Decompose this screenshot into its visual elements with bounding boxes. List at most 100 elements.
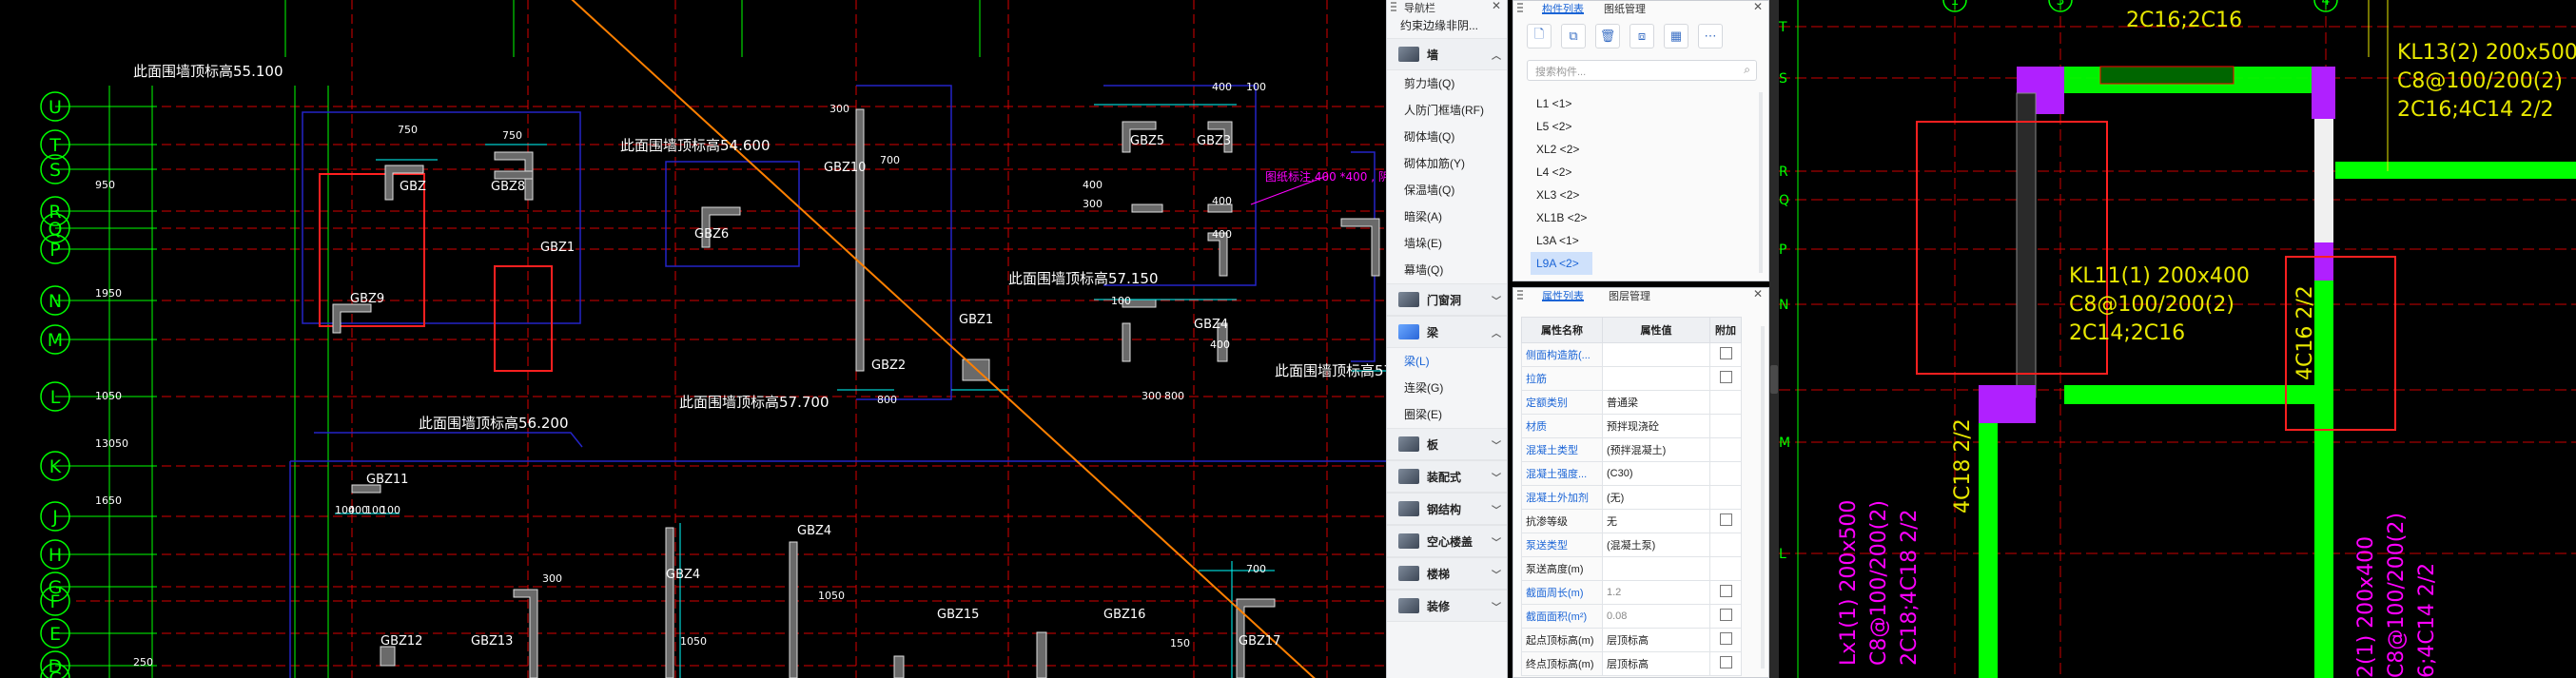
property-row[interactable]: 混凝土外加剂(无) bbox=[1521, 485, 1742, 510]
close-icon[interactable]: ✕ bbox=[1491, 0, 1501, 12]
delete-component-button[interactable]: 🗑 bbox=[1595, 24, 1620, 48]
property-value[interactable]: 层顶标高 bbox=[1602, 651, 1710, 676]
copy-component-button[interactable]: ⧉ bbox=[1561, 24, 1586, 48]
nav-item[interactable]: 幕墙(Q) bbox=[1404, 263, 1444, 277]
property-value[interactable]: 层顶标高 bbox=[1602, 628, 1710, 652]
header-property-value: 属性值 bbox=[1602, 317, 1710, 343]
property-value[interactable]: (混凝土泵) bbox=[1602, 533, 1710, 557]
component-list-item[interactable]: L9A <2> bbox=[1531, 252, 1593, 275]
property-row[interactable]: 混凝土强度...(C30) bbox=[1521, 461, 1742, 486]
property-checkbox[interactable] bbox=[1719, 585, 1732, 597]
property-value[interactable] bbox=[1602, 556, 1710, 581]
splitter-handle[interactable] bbox=[1770, 365, 1778, 394]
property-row[interactable]: 终点顶标高(m)层顶标高 bbox=[1521, 651, 1742, 676]
search-icon[interactable]: ⌕ bbox=[1744, 63, 1750, 76]
nav-item[interactable]: 砌体加筋(Y) bbox=[1404, 157, 1465, 170]
drag-handle-icon[interactable] bbox=[1517, 3, 1523, 12]
grid-label: C bbox=[49, 668, 61, 678]
component-list-item[interactable]: XL2 <2> bbox=[1536, 143, 1580, 156]
tab-layer-management[interactable]: 图层管理 bbox=[1609, 291, 1650, 302]
property-row[interactable]: 截面周长(m)1.2 bbox=[1521, 580, 1742, 605]
cad-drawing-canvas-right[interactable]: 1 3 4 T S R Q P N M L bbox=[1779, 0, 2576, 678]
panel-splitter[interactable] bbox=[1769, 0, 1779, 678]
chevron-down-icon[interactable]: ﹀ bbox=[1492, 440, 1501, 452]
nav-item[interactable]: 梁(L) bbox=[1404, 355, 1430, 368]
drag-handle-icon[interactable] bbox=[1517, 290, 1523, 300]
nav-category[interactable]: 墙︿ bbox=[1387, 38, 1507, 70]
property-checkbox[interactable] bbox=[1719, 656, 1732, 668]
nav-category[interactable]: 装修﹀ bbox=[1387, 590, 1507, 622]
property-value[interactable]: (C30) bbox=[1602, 461, 1710, 486]
layer-copy-button[interactable]: ⧈ bbox=[1630, 24, 1654, 48]
property-value[interactable] bbox=[1602, 366, 1710, 391]
chevron-down-icon[interactable]: ﹀ bbox=[1492, 537, 1501, 549]
chevron-down-icon[interactable]: ﹀ bbox=[1492, 296, 1501, 307]
nav-item[interactable]: 人防门框墙(RF) bbox=[1404, 104, 1484, 117]
chevron-down-icon[interactable]: ﹀ bbox=[1492, 570, 1501, 581]
property-row[interactable]: 起点顶标高(m)层顶标高 bbox=[1521, 628, 1742, 652]
nav-item[interactable]: 暗梁(A) bbox=[1404, 210, 1442, 223]
nav-item[interactable]: 墙垛(E) bbox=[1404, 237, 1442, 250]
property-value[interactable]: 普通梁 bbox=[1602, 390, 1710, 415]
grid-label: M bbox=[48, 330, 63, 351]
properties-scrollbar[interactable] bbox=[1761, 326, 1765, 668]
property-value[interactable]: 0.08 bbox=[1602, 604, 1710, 629]
nav-item[interactable]: 连梁(G) bbox=[1404, 381, 1444, 395]
filter-button[interactable]: ▦ bbox=[1664, 24, 1688, 48]
component-list-item[interactable]: L5 <2> bbox=[1536, 120, 1572, 133]
property-value[interactable]: 1.2 bbox=[1602, 580, 1710, 605]
property-row[interactable]: 泵送高度(m) bbox=[1521, 556, 1742, 581]
property-checkbox[interactable] bbox=[1719, 632, 1732, 645]
nav-item[interactable]: 保温墙(Q) bbox=[1404, 184, 1455, 197]
nav-item[interactable]: 砌体墙(Q) bbox=[1404, 130, 1455, 144]
chevron-down-icon[interactable]: ﹀ bbox=[1492, 505, 1501, 516]
close-icon[interactable]: ✕ bbox=[1752, 287, 1763, 300]
nav-category[interactable]: 楼梯﹀ bbox=[1387, 557, 1507, 590]
cad-drawing-canvas-left[interactable]: 图纸标注,400 *400 , 阴影部分表示 剪力墙 350 此面围墙顶标高55… bbox=[0, 0, 1386, 678]
nav-category[interactable]: 装配式﹀ bbox=[1387, 460, 1507, 493]
component-list-item[interactable]: XL3 <2> bbox=[1536, 188, 1580, 202]
nav-item-top[interactable]: 约束边缘非阴... bbox=[1400, 19, 1479, 32]
property-row[interactable]: 材质预拌现浇砼 bbox=[1521, 414, 1742, 438]
property-row[interactable]: 混凝土类型(预拌混凝土) bbox=[1521, 437, 1742, 462]
property-checkbox[interactable] bbox=[1719, 513, 1732, 526]
component-list-scrollbar[interactable] bbox=[1759, 92, 1763, 273]
nav-category[interactable]: 钢结构﹀ bbox=[1387, 493, 1507, 525]
tab-drawing-management[interactable]: 图纸管理 bbox=[1604, 4, 1646, 15]
property-value[interactable] bbox=[1602, 342, 1710, 367]
close-icon[interactable]: ✕ bbox=[1752, 0, 1763, 13]
component-list-item[interactable]: L3A <1> bbox=[1536, 234, 1579, 247]
property-row[interactable]: 泵送类型(混凝土泵) bbox=[1521, 533, 1742, 557]
nav-category[interactable]: 门窗洞﹀ bbox=[1387, 283, 1507, 316]
tab-component-list[interactable]: 构件列表 bbox=[1542, 1, 1584, 15]
new-component-button[interactable]: 🗋 bbox=[1527, 24, 1551, 48]
chevron-up-icon[interactable]: ︿ bbox=[1492, 50, 1501, 62]
nav-item[interactable]: 圈梁(E) bbox=[1404, 408, 1442, 421]
property-row[interactable]: 拉筋 bbox=[1521, 366, 1742, 391]
component-search-input[interactable]: 搜索构件... ⌕ bbox=[1527, 60, 1757, 81]
component-list-item[interactable]: XL1B <2> bbox=[1536, 211, 1588, 224]
property-row[interactable]: 侧面构造筋(... bbox=[1521, 342, 1742, 367]
property-row[interactable]: 抗渗等级无 bbox=[1521, 509, 1742, 533]
drag-handle-icon[interactable] bbox=[1391, 2, 1396, 11]
nav-category[interactable]: 梁︿ bbox=[1387, 316, 1507, 348]
tab-property-list[interactable]: 属性列表 bbox=[1542, 288, 1584, 302]
more-button[interactable]: ⋯ bbox=[1698, 24, 1723, 48]
property-checkbox[interactable] bbox=[1719, 371, 1732, 383]
property-value[interactable]: (预拌混凝土) bbox=[1602, 437, 1710, 462]
property-row[interactable]: 截面面积(m²)0.08 bbox=[1521, 604, 1742, 629]
property-row[interactable]: 定额类别普通梁 bbox=[1521, 390, 1742, 415]
property-checkbox[interactable] bbox=[1719, 609, 1732, 621]
nav-item[interactable]: 剪力墙(Q) bbox=[1404, 77, 1455, 90]
chevron-up-icon[interactable]: ︿ bbox=[1492, 328, 1501, 339]
component-list-item[interactable]: L4 <2> bbox=[1536, 165, 1572, 179]
property-value[interactable]: 预拌现浇砼 bbox=[1602, 414, 1710, 438]
chevron-down-icon[interactable]: ﹀ bbox=[1492, 473, 1501, 484]
nav-category[interactable]: 空心楼盖﹀ bbox=[1387, 525, 1507, 557]
property-value[interactable]: (无) bbox=[1602, 485, 1710, 510]
property-value[interactable]: 无 bbox=[1602, 509, 1710, 533]
component-list-item[interactable]: L1 <1> bbox=[1536, 97, 1572, 110]
chevron-down-icon[interactable]: ﹀ bbox=[1492, 602, 1501, 613]
property-checkbox[interactable] bbox=[1719, 347, 1732, 359]
nav-category[interactable]: 板﹀ bbox=[1387, 428, 1507, 460]
